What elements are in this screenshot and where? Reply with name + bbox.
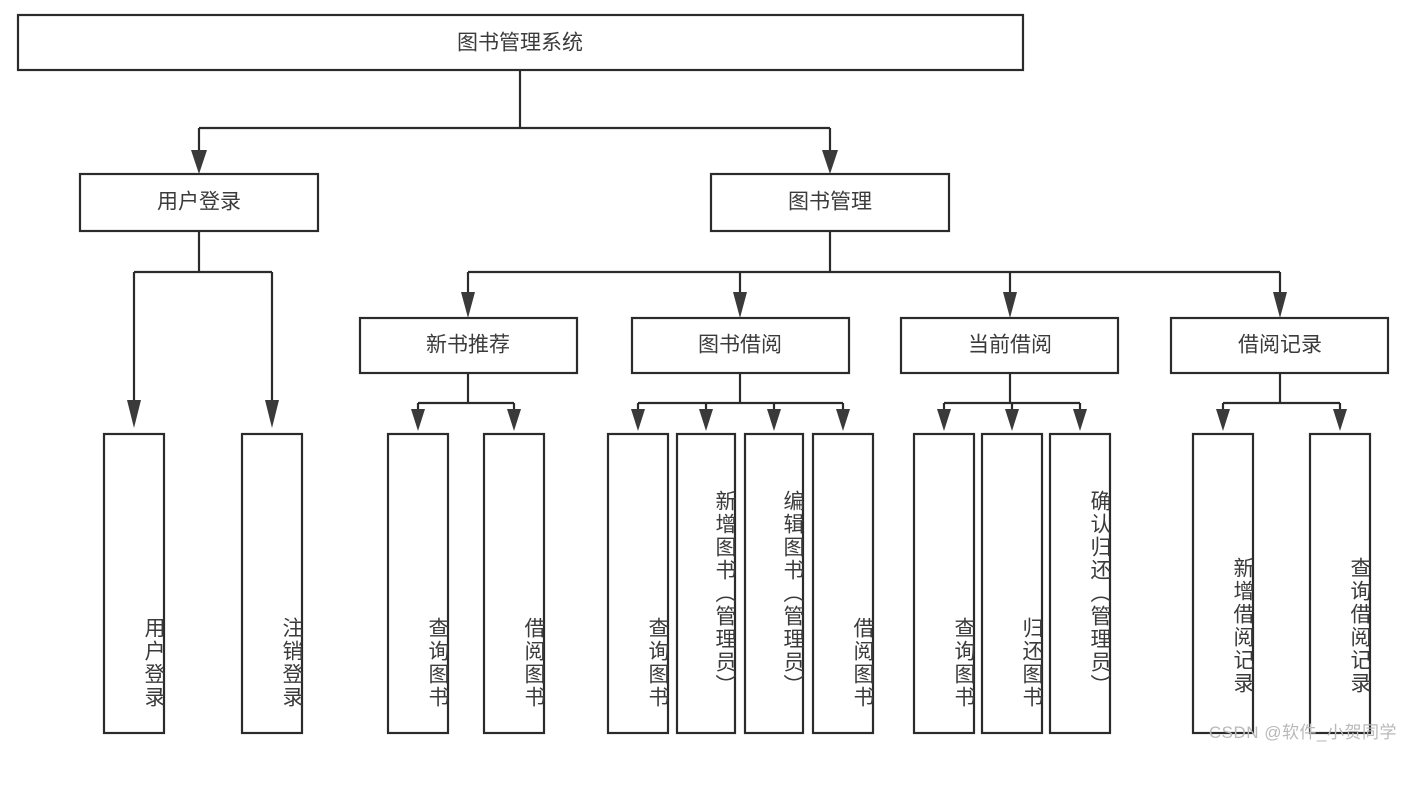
- arrow-head-leaf-confirm-return: [1073, 409, 1087, 431]
- arrow-head-leaf-return-book: [1005, 409, 1019, 431]
- flowchart-canvas: 图书管理系统 用户登录 图书管理 新书推荐 图书借阅 当前借阅 借阅记录: [16, 13, 1397, 742]
- node-new-book-recommend-box[interactable]: [358, 316, 579, 375]
- arrow-head-book-borrow: [733, 292, 747, 318]
- node-book-borrow-box[interactable]: [630, 316, 851, 375]
- node-book-manage-box[interactable]: [709, 172, 951, 233]
- arrow-head-leaf-add-book: [699, 409, 713, 431]
- node-root-label: 图书管理系统: [457, 32, 583, 55]
- node-leaf-logout-login-box[interactable]: [240, 432, 304, 735]
- arrow-head-leaf-query-book-2: [631, 409, 645, 431]
- node-current-borrow-label: 当前借阅: [968, 334, 1052, 357]
- arrow-head-borrow-record: [1273, 292, 1287, 318]
- arrow-head-leaf-query-book-3: [937, 409, 951, 431]
- node-leaf-query-book-2-box[interactable]: [606, 432, 670, 735]
- arrow-head-book-manage: [822, 150, 838, 174]
- node-borrow-record-box[interactable]: [1169, 316, 1390, 375]
- node-new-book-recommend[interactable]: 新书推荐: [358, 316, 579, 375]
- csdn-watermark: CSDN @软件_小贺同学: [1208, 723, 1397, 742]
- node-leaf-add-record-box[interactable]: [1191, 432, 1255, 735]
- node-book-manage[interactable]: 图书管理: [709, 172, 951, 233]
- arrow-head-new-book-recommend: [461, 292, 475, 318]
- node-book-manage-label: 图书管理: [788, 191, 872, 214]
- connector-group-new-book-recommend: [411, 373, 521, 431]
- node-book-borrow-label: 图书借阅: [698, 334, 782, 357]
- connector-group-current-borrow: [937, 373, 1087, 431]
- node-borrow-record[interactable]: 借阅记录: [1169, 316, 1390, 375]
- arrow-head-leaf-logout-login: [265, 400, 279, 428]
- node-leaf-borrow-book-1-box[interactable]: [482, 432, 546, 735]
- node-leaf-user-login-box[interactable]: [102, 432, 166, 735]
- flowchart-svg: 图书管理系统 用户登录 图书管理 新书推荐 图书借阅 当前借阅 借阅记录: [16, 13, 1390, 735]
- arrow-head-current-borrow: [1003, 292, 1017, 318]
- node-leaf-return-book-box[interactable]: [980, 432, 1044, 735]
- node-leaf-edit-book-box[interactable]: [743, 432, 805, 735]
- node-current-borrow-box[interactable]: [899, 316, 1120, 375]
- connector-group-book-borrow: [631, 373, 850, 431]
- node-leaf-query-book-1-box[interactable]: [386, 432, 450, 735]
- arrow-head-leaf-query-book-1: [411, 409, 425, 431]
- connector-group-user-login: [127, 231, 279, 428]
- node-user-login[interactable]: 用户登录: [78, 172, 320, 233]
- arrow-head-user-login: [191, 150, 207, 174]
- node-borrow-record-label: 借阅记录: [1238, 334, 1322, 357]
- arrow-head-leaf-borrow-book-1: [507, 409, 521, 431]
- node-leaf-add-book-box[interactable]: [675, 432, 737, 735]
- node-leaf-borrow-book-2-box[interactable]: [811, 432, 875, 735]
- node-user-login-label: 用户登录: [157, 191, 241, 214]
- node-leaf-query-record-box[interactable]: [1308, 432, 1372, 735]
- node-root-box[interactable]: [16, 13, 1025, 72]
- connector-group-root: [191, 70, 838, 174]
- arrow-head-leaf-edit-book: [767, 409, 781, 431]
- node-current-borrow[interactable]: 当前借阅: [899, 316, 1120, 375]
- arrow-head-leaf-user-login: [127, 400, 141, 428]
- arrow-head-leaf-query-record: [1333, 409, 1347, 431]
- node-new-book-recommend-label: 新书推荐: [426, 334, 510, 357]
- connector-group-book-manage: [461, 231, 1287, 318]
- connector-group-borrow-record: [1216, 373, 1347, 431]
- node-leaf-query-book-3-box[interactable]: [912, 432, 976, 735]
- node-leaf-confirm-return-box[interactable]: [1048, 432, 1112, 735]
- node-book-borrow[interactable]: 图书借阅: [630, 316, 851, 375]
- node-root[interactable]: 图书管理系统: [16, 13, 1025, 72]
- arrow-head-leaf-add-record: [1216, 409, 1230, 431]
- node-user-login-box[interactable]: [78, 172, 320, 233]
- arrow-head-leaf-borrow-book-2: [836, 409, 850, 431]
